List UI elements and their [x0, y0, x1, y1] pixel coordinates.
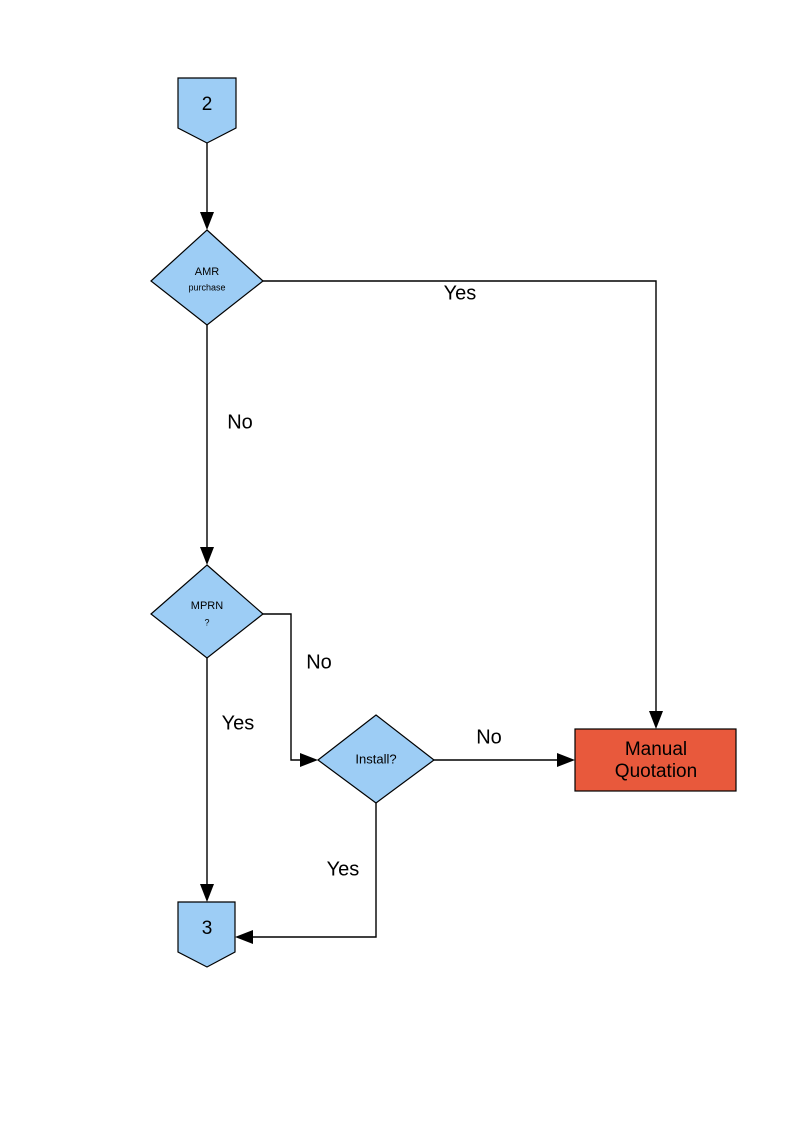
node-decision-mprn[interactable]: MPRN ? [150, 564, 264, 659]
off-page-connector-shape[interactable] [177, 77, 237, 144]
manual-quotation-label-line2: Quotation [615, 761, 697, 782]
edge-amr-yes [263, 280, 663, 729]
decision-diamond-shape[interactable] [150, 229, 264, 326]
edge-mprn-yes [200, 658, 214, 902]
edge-install-no [434, 753, 575, 767]
arrow-head-icon [200, 212, 214, 230]
node-connector-2[interactable]: 2 [177, 77, 237, 144]
process-box-shape[interactable] [574, 728, 737, 792]
edge-install-yes [235, 803, 377, 944]
decision-mprn-label-line2: ? [204, 617, 209, 627]
decision-mprn-label-line1: MPRN [191, 600, 223, 612]
decision-diamond-shape[interactable] [317, 714, 435, 804]
decision-diamond-shape[interactable] [150, 564, 264, 659]
edge-label-install-yes: Yes [327, 858, 360, 880]
node-decision-install[interactable]: Install? [317, 714, 435, 804]
connector-3-label: 3 [202, 918, 213, 939]
decision-amr-label-line1: AMR [195, 266, 220, 278]
node-process-manual-quotation[interactable]: Manual Quotation [574, 728, 737, 792]
edge-connector2-to-amr [200, 143, 214, 230]
edge-label-amr-yes: Yes [444, 282, 477, 304]
manual-quotation-label-line1: Manual [625, 739, 687, 760]
decision-install-label: Install? [355, 751, 396, 766]
edge-mprn-no [263, 613, 318, 767]
decision-amr-label-line2: purchase [188, 282, 225, 292]
edge-label-mprn-no: No [306, 651, 332, 673]
connector-2-label: 2 [202, 94, 213, 115]
arrow-head-icon [649, 711, 663, 729]
arrow-head-icon [200, 547, 214, 565]
node-connector-3[interactable]: 3 [177, 901, 236, 968]
arrow-head-icon [200, 884, 214, 902]
edge-label-mprn-yes: Yes [222, 712, 255, 734]
arrow-head-icon [300, 753, 318, 767]
edge-label-amr-no: No [227, 411, 253, 433]
node-decision-amr-purchase[interactable]: AMR purchase [150, 229, 264, 326]
edge-amr-no [200, 325, 214, 565]
edge-label-install-no: No [476, 726, 502, 748]
off-page-connector-shape[interactable] [177, 901, 236, 968]
arrow-head-icon [235, 930, 253, 944]
arrow-head-icon [557, 753, 575, 767]
